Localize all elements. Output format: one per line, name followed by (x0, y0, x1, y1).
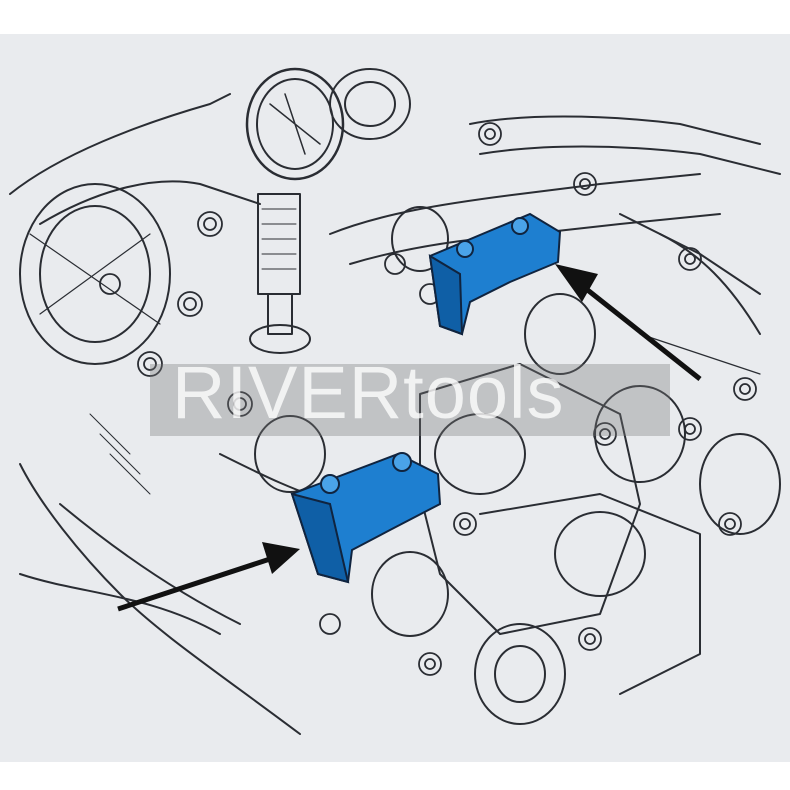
timing-gear-spokes (29, 233, 161, 325)
camshaft-locking-tool-lower (290, 452, 442, 584)
arrow-icon (117, 264, 702, 612)
cam-lobe-lower-3-inner (494, 645, 546, 703)
head-contour-inner (39, 180, 261, 225)
dial-gauge-plunger (267, 293, 293, 335)
dial-gauge-face (256, 78, 334, 170)
valve-cover-gasket (419, 363, 641, 635)
right-cover-edge (659, 233, 761, 335)
arrow-upper-shaft (578, 282, 702, 381)
top-gear-hub (344, 81, 396, 127)
cover-lip (19, 573, 221, 635)
cam-cap-line (639, 333, 761, 375)
hatching-left (89, 413, 151, 495)
head-contour-top-left (9, 93, 231, 195)
cam-lobe-3 (594, 385, 686, 483)
watermark-text: RIVERtools (172, 351, 565, 434)
cam-lobe-1 (391, 206, 449, 272)
arrow-lower-head (262, 542, 300, 574)
right-rail-top (469, 115, 761, 145)
bolt-set (99, 122, 757, 676)
cam-lobe-4 (699, 433, 781, 535)
right-rail-mid (479, 145, 781, 175)
cam-lobe-lower-2 (371, 551, 449, 637)
chamber-1 (434, 413, 526, 495)
spark-plug-well (249, 324, 311, 354)
cam-lobe-lower-3 (474, 623, 566, 725)
knurl-lines (261, 208, 297, 270)
watermark-band (150, 364, 670, 436)
timing-gear-inner (39, 205, 151, 343)
cam-lobe-2 (524, 293, 596, 375)
dial-gauge-icon (245, 67, 345, 181)
chamber-2 (554, 511, 646, 597)
arrow-lower-shaft (117, 556, 271, 612)
cover-edge (59, 503, 241, 625)
camshaft-locking-tool-upper (428, 212, 562, 336)
dial-gauge-needle (269, 93, 321, 155)
arrow-upper-head (555, 264, 598, 302)
engine-diagram: RIVERtools (0, 34, 790, 762)
timing-gear-outer (19, 183, 171, 365)
engine-line-drawing (9, 67, 781, 735)
inner-gasket-right (479, 493, 701, 695)
cam-lobe-lower-1 (254, 415, 326, 493)
